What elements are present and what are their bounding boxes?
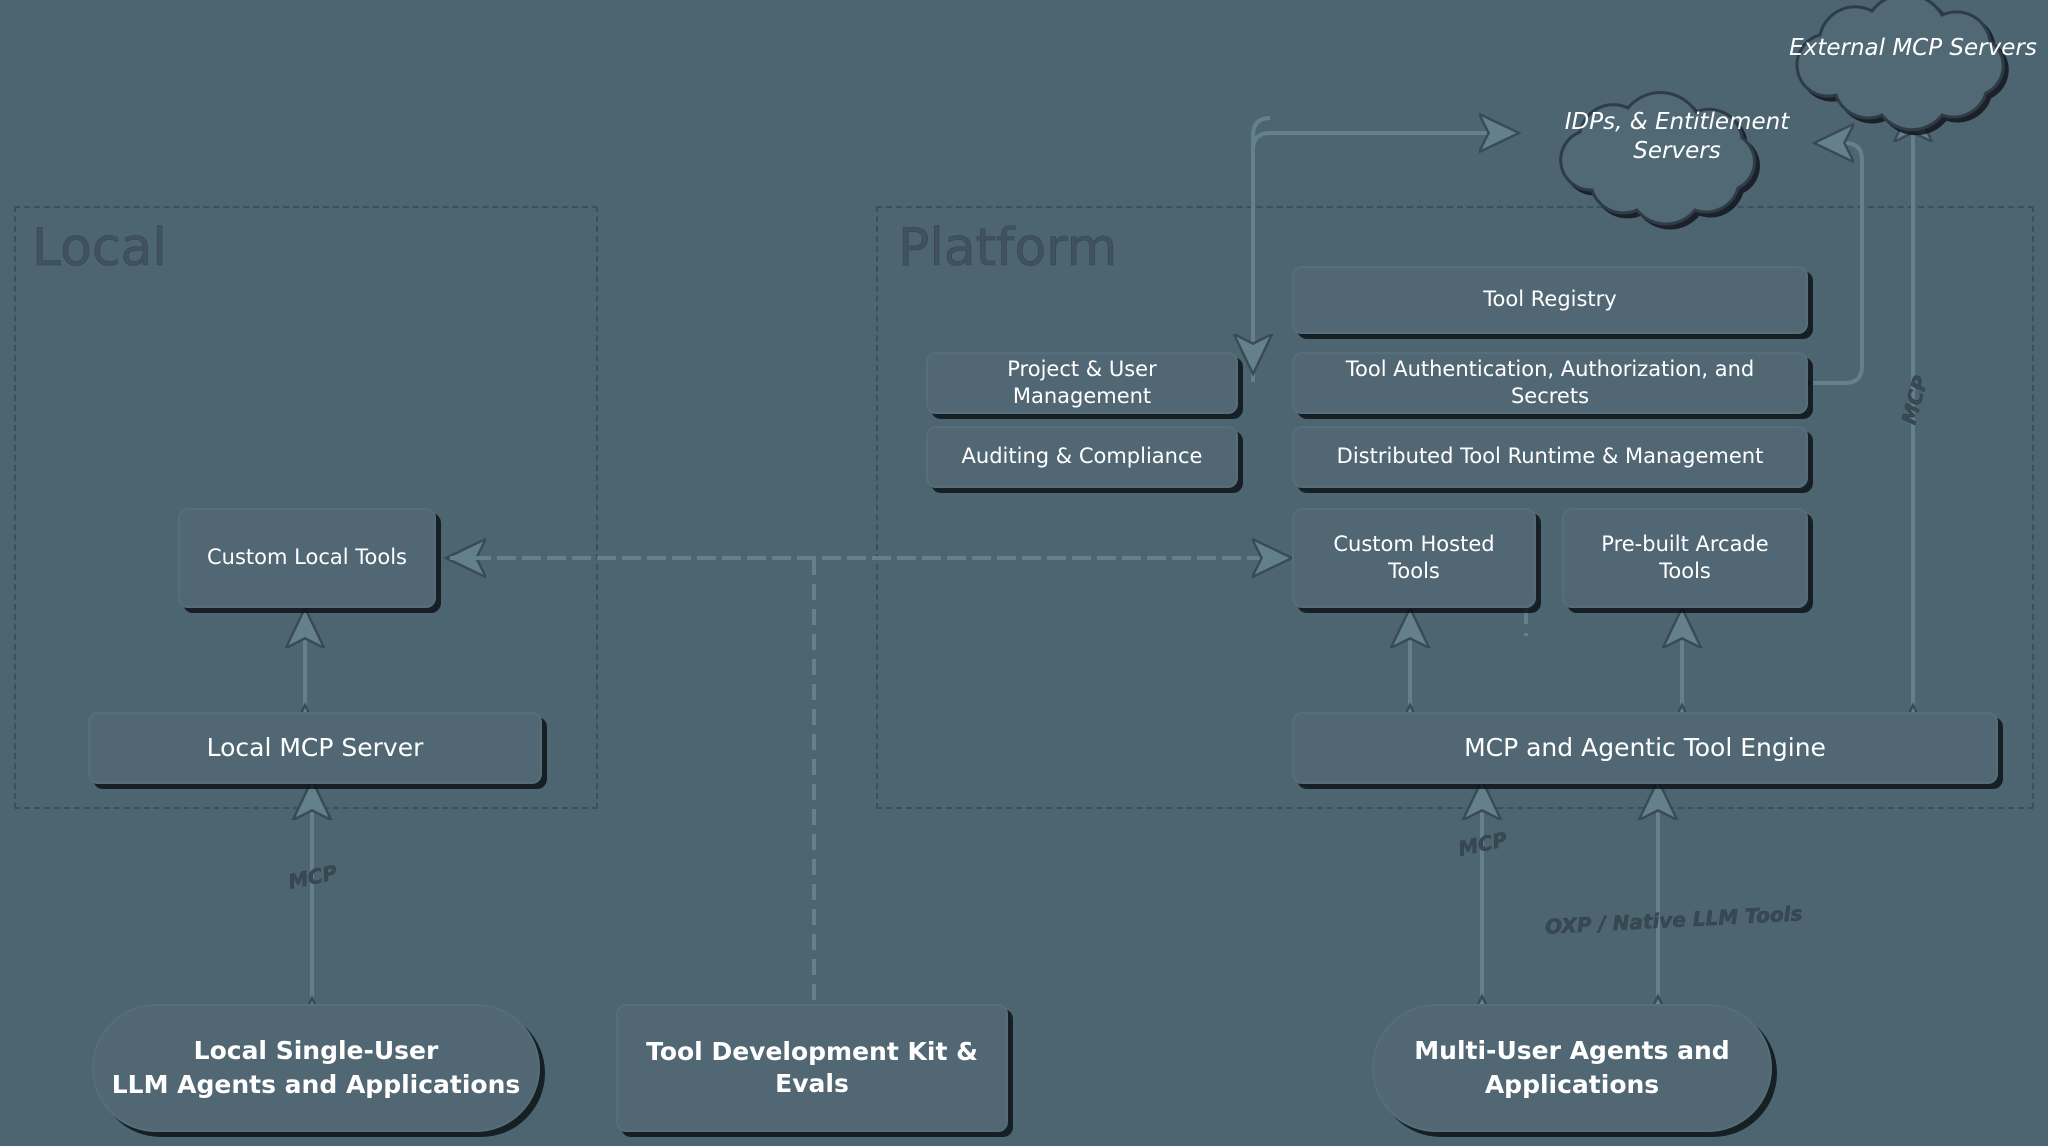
cloud-external-mcp xyxy=(1795,0,2005,132)
zone-platform-title: Platform xyxy=(898,218,1118,279)
node-custom-local-tools[interactable]: Custom Local Tools xyxy=(178,508,436,608)
zone-local-title: Local xyxy=(32,218,167,279)
node-tool-auth[interactable]: Tool Authentication, Authorization, and … xyxy=(1292,352,1808,414)
zone-platform xyxy=(876,206,2034,809)
node-custom-hosted-tools[interactable]: Custom Hosted Tools xyxy=(1292,508,1536,608)
node-local-agents[interactable]: Local Single-User LLM Agents and Applica… xyxy=(92,1004,540,1132)
cloud-idps xyxy=(1559,91,1756,226)
node-project-user-mgmt[interactable]: Project & User Management xyxy=(926,352,1238,414)
node-local-mcp-server[interactable]: Local MCP Server xyxy=(88,712,542,784)
node-local-agents-label: Local Single-User LLM Agents and Applica… xyxy=(111,1036,521,1099)
node-multi-user-agents[interactable]: Multi-User Agents and Applications xyxy=(1372,1004,1772,1132)
node-prebuilt-arcade-tools[interactable]: Pre-built Arcade Tools xyxy=(1562,508,1808,608)
node-mcp-agentic-engine[interactable]: MCP and Agentic Tool Engine xyxy=(1292,712,1998,784)
node-distributed-runtime[interactable]: Distributed Tool Runtime & Management xyxy=(1292,426,1808,488)
node-auditing-compliance[interactable]: Auditing & Compliance xyxy=(926,426,1238,488)
node-tool-dev-kit[interactable]: Tool Development Kit & Evals xyxy=(616,1004,1008,1132)
cloud-external-mcp-label: External MCP Servers xyxy=(1789,34,2037,61)
node-multi-user-agents-label: Multi-User Agents and Applications xyxy=(1414,1036,1730,1099)
cloud-idps-label: IDPs, & Entitlement Servers xyxy=(1564,109,1790,164)
node-tool-registry[interactable]: Tool Registry xyxy=(1292,266,1808,334)
